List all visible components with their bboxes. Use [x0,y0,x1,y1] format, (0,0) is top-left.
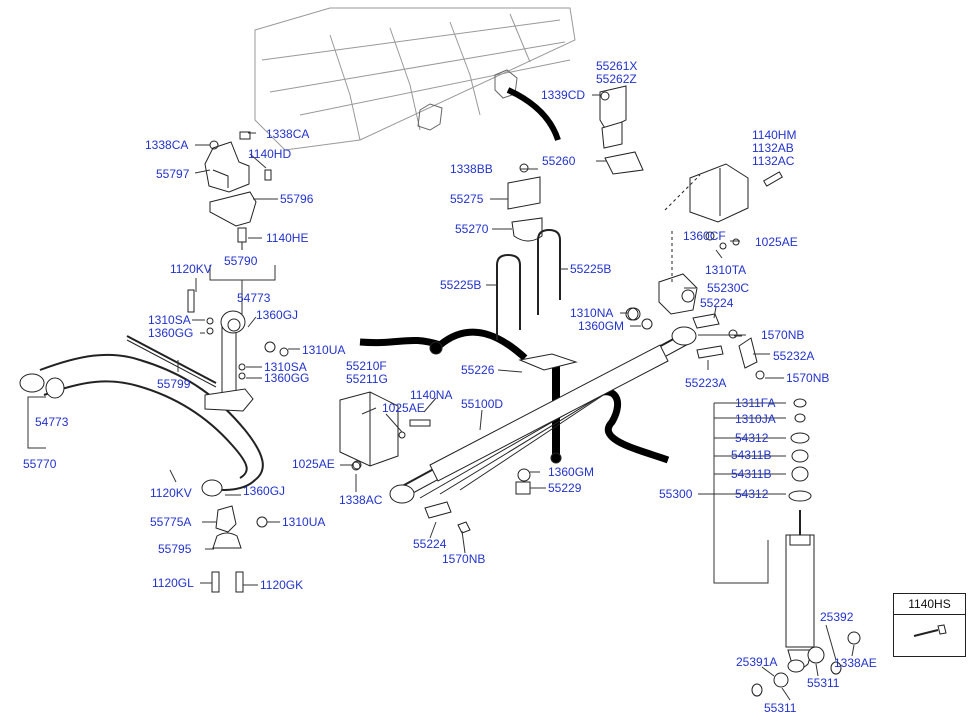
callout-label: 1120KV [170,262,212,276]
callout-label: 55311 [807,676,840,690]
callout-label: 1360GG [264,371,310,385]
callout-label: 55225B [570,262,612,276]
callout-label: 1310UA [282,515,326,529]
callout-label: 55790 [224,254,258,268]
callout-label: 1339CD [541,88,586,102]
chassis-frame [254,7,576,151]
callout-label: 55230C [707,281,750,295]
callout-label: 1360GG [148,326,194,340]
leaf-spring [389,326,697,504]
stabilizer-bar [19,353,264,497]
callout-label: 55797 [156,167,190,181]
callout-label: 1360GJ [243,484,286,498]
stabilizer-bracket [211,505,244,593]
callout-label: 1120GL [152,576,194,590]
callout-label: 1360GM [578,319,625,333]
callout-label: 1360GM [548,465,595,479]
callout-label: 55770 [23,457,57,471]
callout-label: 1310UA [302,343,346,357]
callout-label: 55270 [455,222,489,236]
callout-label: 1311FA [735,396,776,410]
callout-label: 1360CF [683,229,726,243]
callout-label: 55260 [542,154,576,168]
callout-label: 54773 [237,291,271,305]
callout-label: 1360GJ [256,308,299,322]
callout-label: 1570NB [786,371,830,385]
callout-label: 55223A [685,376,727,390]
callout-label: 55311 [764,701,797,715]
callout-label: 1140HD [248,147,292,161]
callout-label: 55225B [440,278,482,292]
callout-label: 1570NB [442,552,486,566]
brake-hose-left [359,328,528,361]
bolt-icon [913,624,947,637]
callout-label: 55224 [700,296,734,310]
callout-label: 55796 [280,192,314,206]
callout-label: 55224 [413,537,447,551]
callout-label: 1120GK [260,578,304,592]
callout-label: 1120KV [150,486,192,500]
callout-label: 1310JA [735,412,776,426]
callout-label: 1570NB [761,328,805,342]
stabilizer-link [126,289,254,412]
legend-box: 1140HS [893,593,966,657]
front-bracket-group [204,131,272,250]
shock-mount-parts [751,398,861,697]
callout-label: 1025AE [382,401,425,415]
callout-label: 55229 [548,481,582,495]
shock-absorber [785,510,815,673]
callout-label: 1338CA [145,138,189,152]
callout-label: 1140HE [266,231,309,245]
callout-label: 1338CA [266,127,310,141]
callout-label: 55275 [450,192,484,206]
callout-label: 55261X [596,59,638,73]
callout-label: 1310SA [264,360,307,374]
u-bolts [496,228,561,340]
callout-label: 54311B [731,448,772,462]
callout-label: 55775A [150,515,192,529]
callout-label: 1338AE [834,656,877,670]
callout-label: 1140HM [752,128,797,142]
callout-label: 55795 [158,542,192,556]
callout-label: 55799 [157,377,191,391]
callout-label: 25392 [820,610,854,624]
callout-label: 55226 [461,363,495,377]
callout-label: 55211G [346,372,388,386]
callout-label: 1338BB [450,162,493,176]
callout-label: 55232A [773,349,815,363]
callout-label: 55100D [461,397,504,411]
callout-label: 25391A [736,655,778,669]
callout-label: 55300 [659,487,693,501]
callout-label: 1132AC [752,154,795,168]
callout-label: 1310SA [148,313,191,327]
callout-label: 54773 [35,415,69,429]
callout-label: 1132AB [752,141,794,155]
fasteners [206,307,639,528]
callout-label: 55210F [346,359,387,373]
callout-label: 1338AC [339,493,383,507]
bump-stopper [507,163,543,242]
rear-spring-hanger [627,163,783,380]
callout-label: 1310TA [705,263,747,277]
brake-hose-right [583,388,670,464]
shackle-hanger [599,85,644,175]
callout-label: 54312 [735,487,769,501]
legend-title: 1140HS [894,594,965,615]
brake-hose-top [506,87,561,142]
callout-label: 1025AE [755,235,798,249]
callout-label: 54311B [731,467,772,481]
callout-label: 55262Z [596,72,637,86]
callout-label: 54312 [735,431,769,445]
callout-label: 1025AE [292,457,335,471]
leader-lines [27,94,855,701]
callout-label: 1310NA [570,306,614,320]
callout-label: 1140NA [410,388,453,402]
